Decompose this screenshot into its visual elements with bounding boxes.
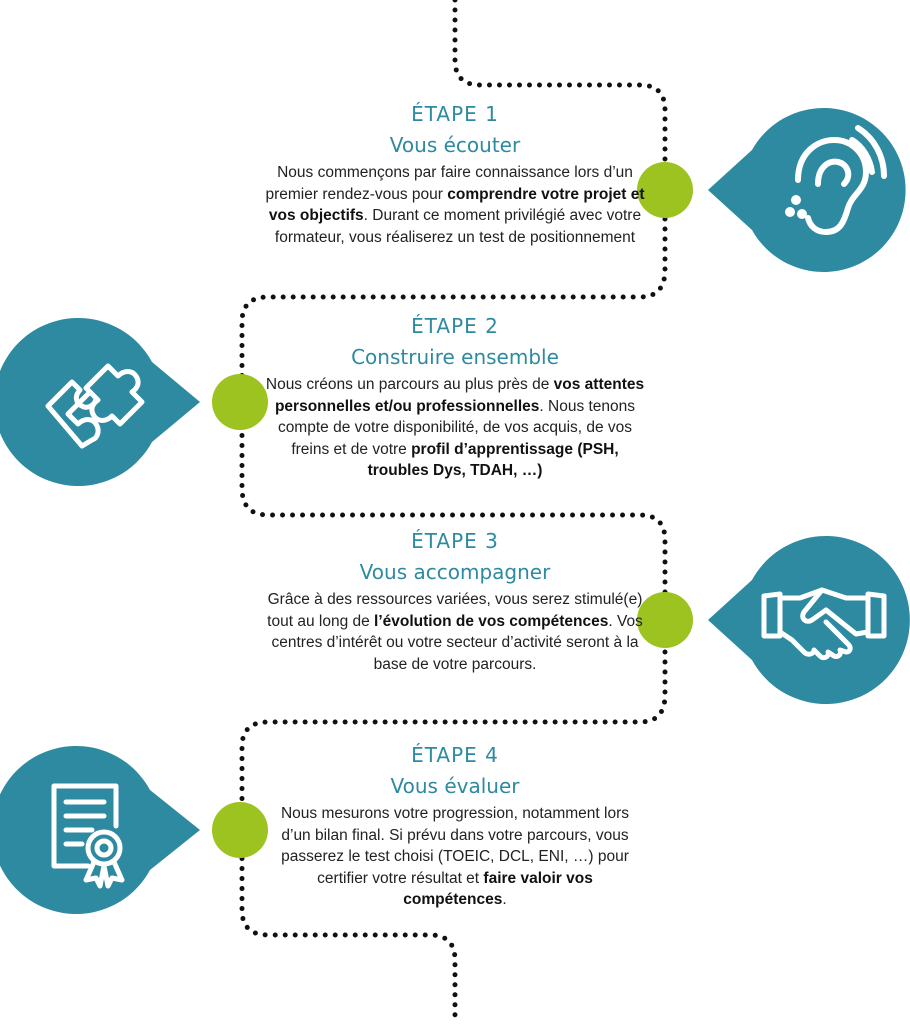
teardrop-shape: [0, 318, 200, 486]
certificate-icon: [51, 783, 125, 889]
step-3: ÉTAPE 3 Vous accompagner Grâce à des res…: [265, 527, 645, 675]
body-text: . Durant ce moment privilégié avec votre…: [274, 207, 642, 246]
body-text: Grâce à des ressources variées, vous ser…: [267, 591, 643, 630]
body-text: . Nous tenons compte de votre disponibil…: [277, 397, 636, 458]
step-2-marker: [0, 318, 268, 486]
step-title: Vous évaluer: [390, 774, 520, 798]
step-1-marker: [637, 107, 906, 272]
step-description: Nous créons un parcours au plus près de …: [265, 374, 645, 482]
dotted-path: [239, 0, 668, 1024]
emphasis-text: profil d’apprentissage: [411, 440, 574, 458]
emphasis-text: faire valoir vos compétences: [403, 869, 593, 909]
step-description: Nous commençons par faire connaissance l…: [265, 162, 645, 248]
emphasis-text: vos attentes personnelles et/ou professi…: [274, 376, 645, 415]
handshake-icon: [761, 587, 887, 661]
step-label: ÉTAPE 2: [411, 314, 499, 338]
teardrop-shape: [708, 107, 906, 272]
step-1: ÉTAPE 1 Vous écouter Nous commençons par…: [265, 100, 645, 248]
step-title: Construire ensemble: [351, 345, 559, 369]
ear-icon: [785, 125, 887, 235]
step-title: Vous écouter: [389, 133, 521, 157]
step-label: ÉTAPE 3: [411, 529, 499, 553]
step-2: ÉTAPE 2 Construire ensemble Nous créons …: [265, 312, 645, 482]
green-dot: [637, 162, 693, 218]
emphasis-text: (PSH, troubles Dys, TDAH, …): [367, 440, 619, 480]
step-title: Vous accompagner: [359, 560, 551, 584]
emphasis-text: comprendre votre projet et vos objectifs: [268, 185, 645, 225]
green-dot: [212, 374, 268, 430]
body-text: Nous créons un parcours au plus près de: [265, 376, 554, 393]
step-4: ÉTAPE 4 Vous évaluer Nous mesurons votre…: [265, 741, 645, 911]
body-text: . Vos centres d’intérêt ou votre secteur…: [271, 612, 643, 673]
step-4-marker: [0, 746, 268, 914]
emphasis-text: l’évolution de vos compétences: [374, 612, 609, 630]
puzzle-icon: [45, 363, 145, 449]
step-description: Grâce à des ressources variées, vous ser…: [265, 589, 645, 675]
step-label: ÉTAPE 4: [411, 743, 499, 767]
body-text: Nous commençons par faire connaissance l…: [265, 164, 633, 203]
step-label: ÉTAPE 1: [411, 102, 499, 126]
step-description: Nous mesurons votre progression, notamme…: [265, 803, 645, 911]
body-text: .: [502, 891, 507, 908]
green-dot: [637, 592, 693, 648]
green-dot: [212, 802, 268, 858]
body-text: Nous mesurons votre progression, notamme…: [280, 805, 630, 887]
step-3-marker: [637, 536, 910, 705]
